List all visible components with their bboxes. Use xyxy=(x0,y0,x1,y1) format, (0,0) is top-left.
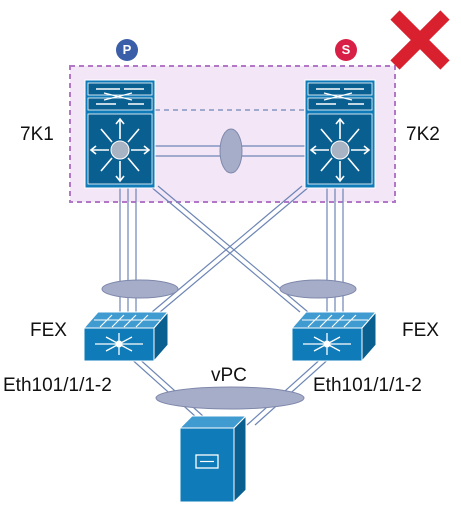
switch-7k2-label: 7K2 xyxy=(406,124,440,145)
fex2-portchannel xyxy=(279,279,357,299)
fex-right-device xyxy=(290,310,378,363)
left-port-label: Eth101/1/1-2 xyxy=(3,375,112,396)
primary-role-badge: P xyxy=(116,39,138,61)
fex-right-label: FEX xyxy=(402,320,439,341)
peer-link-portchannel xyxy=(219,128,243,174)
red-x-icon xyxy=(390,10,450,70)
nexus-7k1-switch xyxy=(84,79,156,189)
fex-left-label: FEX xyxy=(30,320,67,341)
server-device xyxy=(178,414,248,504)
right-port-label: Eth101/1/1-2 xyxy=(313,375,422,396)
switch-7k1-label: 7K1 xyxy=(20,124,54,145)
vpc-label: vPC xyxy=(211,365,247,386)
vpc-portchannel xyxy=(155,386,305,410)
secondary-role-badge: S xyxy=(335,39,357,61)
fex1-portchannel xyxy=(101,279,179,299)
nexus-7k2-switch xyxy=(304,79,376,189)
fex-left-device xyxy=(82,310,170,363)
